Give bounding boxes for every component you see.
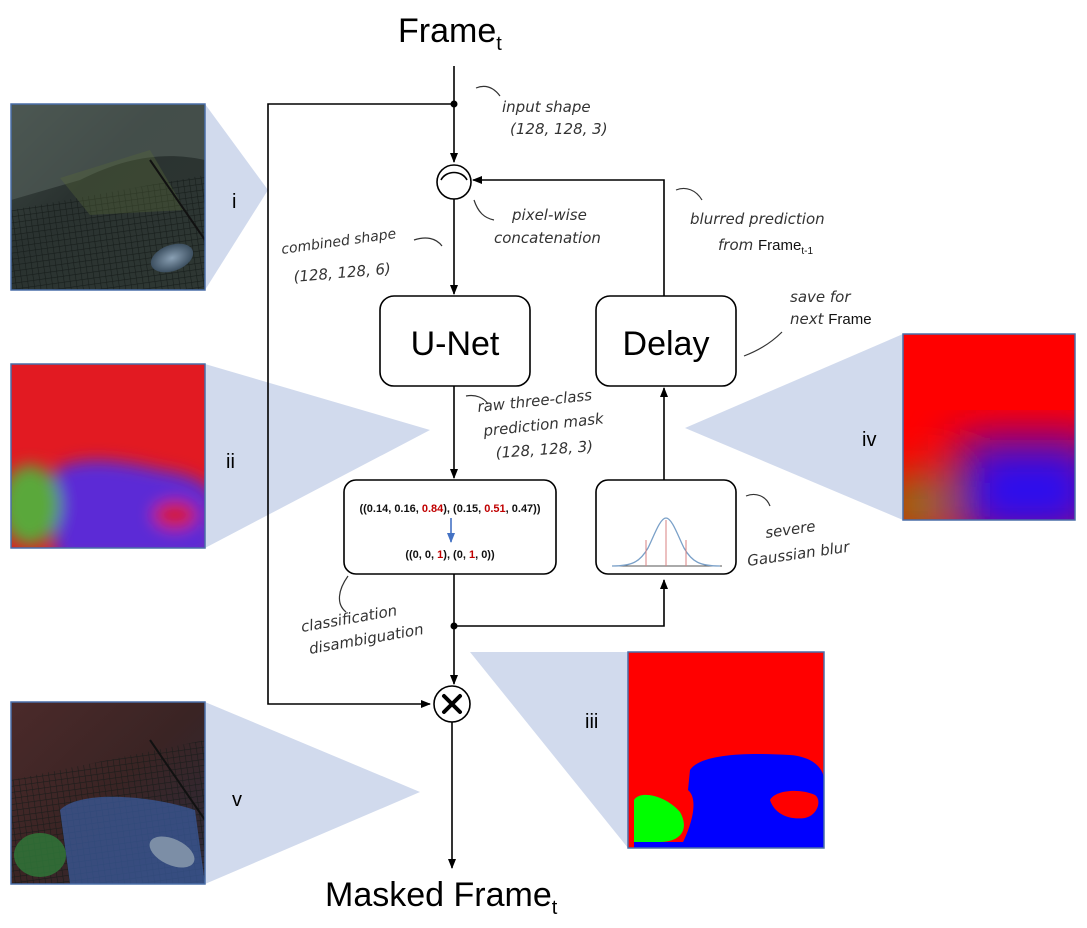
svg-text:blurred prediction: blurred prediction (690, 210, 825, 228)
disambiguation-after-segment: 1 (469, 549, 475, 561)
unet-block: U-Net (379, 295, 531, 387)
svg-text:Gaussian blur: Gaussian blur (746, 538, 851, 570)
edge-delay-to-concat (472, 176, 665, 296)
callout-iii (470, 652, 628, 848)
edge-skip-to-multiply (267, 103, 454, 708)
disambiguation-after: ((0, 0, 1), (0, 1, 0)) (405, 549, 495, 561)
label-iv: iv (862, 429, 876, 451)
callout-iv (685, 334, 903, 520)
gaussian-blur-box (595, 479, 737, 575)
gaussian-curve-icon (611, 517, 721, 567)
annotation-input-shape: input shape (128, 128, 3) (475, 85, 608, 138)
delay-block: Delay (595, 295, 737, 387)
disambiguation-after-segment: , 0)) (475, 549, 495, 561)
multiply-node (433, 685, 471, 723)
annotation-concatenation: pixel-wise concatenation (473, 199, 601, 247)
image-v-masked-frame (11, 702, 205, 884)
disambiguation-after-segment: ), (0, (443, 549, 469, 561)
disambiguation-before: ((0.14, 0.16, 0.84), (0.15, 0.51, 0.47)) (359, 503, 540, 515)
disambiguation-box: ((0.14, 0.16, 0.84), (0.15, 0.51, 0.47))… (343, 479, 557, 575)
disambiguation-before-segment: ((0.14, 0.16, (359, 503, 421, 515)
label-i: i (232, 191, 236, 213)
callout-i (205, 104, 268, 290)
annotation-blurred-prediction: blurred prediction from Framet-1 (675, 187, 825, 257)
annotation-combined-shape: combined shape (128, 128, 6) (280, 226, 443, 286)
svg-text:save for: save for (790, 288, 851, 306)
disambiguation-before-segment: ), (0.15, (443, 503, 484, 515)
svg-text:from Framet-1: from Framet-1 (718, 236, 813, 257)
output-frame-title: Masked Framet (325, 876, 558, 919)
callout-ii (205, 364, 430, 548)
image-i-input-frame (11, 104, 205, 290)
disambiguation-after-segment: 1 (437, 549, 443, 561)
svg-text:input shape: input shape (502, 98, 591, 116)
input-frame-title: Framet (398, 12, 502, 55)
svg-text:prediction mask: prediction mask (482, 409, 606, 440)
annotation-gaussian-blur: severe Gaussian blur (745, 493, 851, 570)
svg-text:pixel-wise: pixel-wise (511, 206, 587, 224)
svg-text:(128, 128, 6): (128, 128, 6) (293, 260, 392, 286)
annotation-raw-prediction: raw three-class prediction mask (128, 12… (465, 386, 606, 462)
svg-text:severe: severe (764, 517, 817, 542)
disambiguation-before-segment: 0.84 (422, 503, 444, 515)
image-iii-class-mask (628, 652, 824, 848)
svg-text:combined shape: combined shape (280, 226, 397, 258)
delay-label: Delay (623, 325, 710, 363)
svg-text:concatenation: concatenation (494, 229, 601, 247)
label-ii: ii (226, 451, 235, 473)
image-iv-blurred-prediction (903, 334, 1075, 520)
unet-label: U-Net (411, 325, 500, 363)
label-v: v (232, 789, 242, 811)
disambiguation-before-segment: 0.51 (484, 503, 505, 515)
concat-node (436, 164, 472, 200)
svg-text:(128, 128, 3): (128, 128, 3) (510, 120, 608, 138)
edge-mask-to-blur (454, 579, 668, 627)
annotation-disambiguation: classification disambiguation (300, 575, 425, 658)
label-iii: iii (585, 711, 598, 733)
callout-v (205, 702, 420, 884)
svg-text:(128, 128, 3): (128, 128, 3) (495, 437, 594, 462)
svg-text:next Frame: next Frame (790, 310, 872, 328)
image-ii-soft-prediction (11, 364, 205, 548)
annotation-save-next: save for next Frame (743, 288, 872, 357)
disambiguation-before-segment: , 0.47)) (506, 503, 541, 515)
disambiguation-after-segment: ((0, 0, (405, 549, 437, 561)
